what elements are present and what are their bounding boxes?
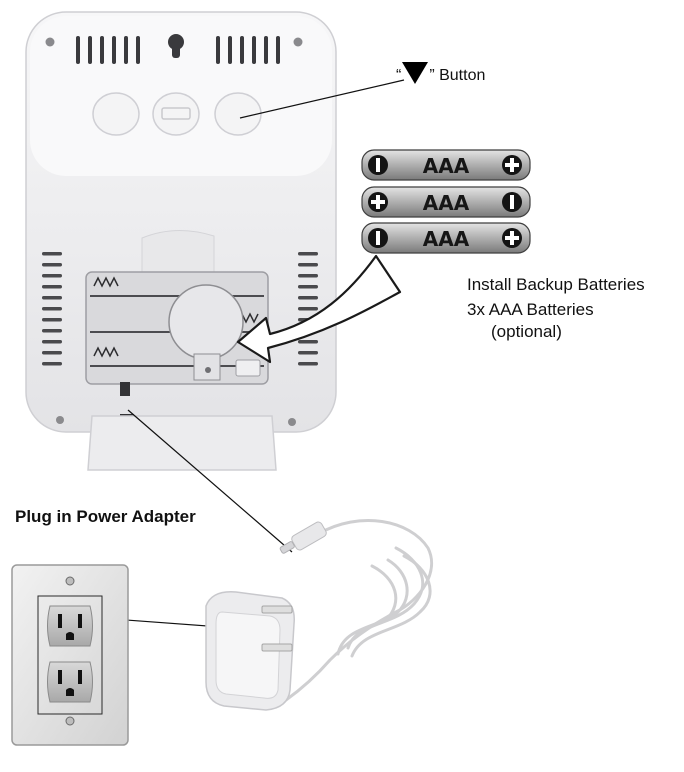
stand-hinge: [141, 229, 215, 273]
quote-open: “: [396, 67, 402, 84]
adapter-prong-top: [261, 605, 293, 614]
receptacle-top: [47, 605, 93, 647]
screw-bottom-left: [56, 416, 64, 424]
set-marking: [161, 107, 191, 120]
wall-outlet: [11, 564, 129, 746]
battery-2: AAA: [361, 186, 531, 218]
battery-1: AAA: [361, 149, 531, 181]
install-batteries-label: Install Backup Batteries: [467, 275, 645, 294]
wall-plate: [11, 564, 129, 746]
aaa-batteries: AAA AAA AAA: [361, 149, 531, 254]
plus-icon-v: [376, 195, 380, 209]
device-back: [25, 11, 337, 471]
plate-inner-frame: [37, 595, 103, 715]
power-adapter: [205, 519, 434, 711]
minus-icon-bar: [510, 195, 514, 209]
leader-line-power: [127, 409, 293, 553]
plate-screw-bottom: [65, 716, 75, 726]
battery-body: [361, 149, 531, 181]
plus-icon-v: [510, 231, 514, 245]
battery-3: AAA: [361, 222, 531, 254]
compartment-disc: [168, 284, 244, 360]
compartment-tab: [193, 353, 221, 381]
device-button-left[interactable]: [92, 92, 140, 136]
screw-top-left: [45, 37, 55, 47]
battery-label: AAA: [423, 227, 470, 251]
optional-label: (optional): [491, 322, 562, 341]
battery-count-label: 3x AAA Batteries: [467, 300, 594, 319]
vent-top-left: [76, 36, 140, 64]
battery-body: [361, 186, 531, 218]
adapter-plug-tip: [279, 521, 327, 554]
screw-bottom-right: [288, 418, 296, 426]
power-jack: [120, 382, 130, 396]
down-triangle-icon: [402, 62, 429, 84]
vent-top-right: [216, 36, 280, 64]
receptacle-bottom: [47, 661, 93, 703]
vent-side-left: [42, 252, 62, 366]
plug-adapter-label: Plug in Power Adapter: [15, 507, 196, 526]
plate-screw-top: [65, 576, 75, 586]
minus-icon-bar: [376, 158, 380, 172]
device-button-middle[interactable]: [152, 92, 200, 136]
device-buttons: [92, 92, 262, 136]
keyhole-icon: [168, 34, 184, 58]
install-arrow: [236, 254, 402, 364]
compartment-screw: [205, 367, 211, 373]
down-button-label: “ ” Button: [396, 62, 485, 84]
leader-line-button: [239, 79, 405, 119]
stand-foot: [87, 415, 277, 471]
adapter-front: [215, 611, 281, 699]
battery-body: [361, 222, 531, 254]
adapter-cable: [284, 519, 434, 702]
battery-label: AAA: [423, 191, 470, 215]
compartment-latch: [235, 359, 261, 377]
battery-label: AAA: [423, 154, 470, 178]
screw-top-right: [293, 37, 303, 47]
adapter-prong-bottom: [261, 643, 293, 652]
button-caption: ” Button: [429, 67, 486, 84]
minus-icon-bar: [376, 231, 380, 245]
down-button[interactable]: [214, 92, 262, 136]
plus-icon-v: [510, 158, 514, 172]
